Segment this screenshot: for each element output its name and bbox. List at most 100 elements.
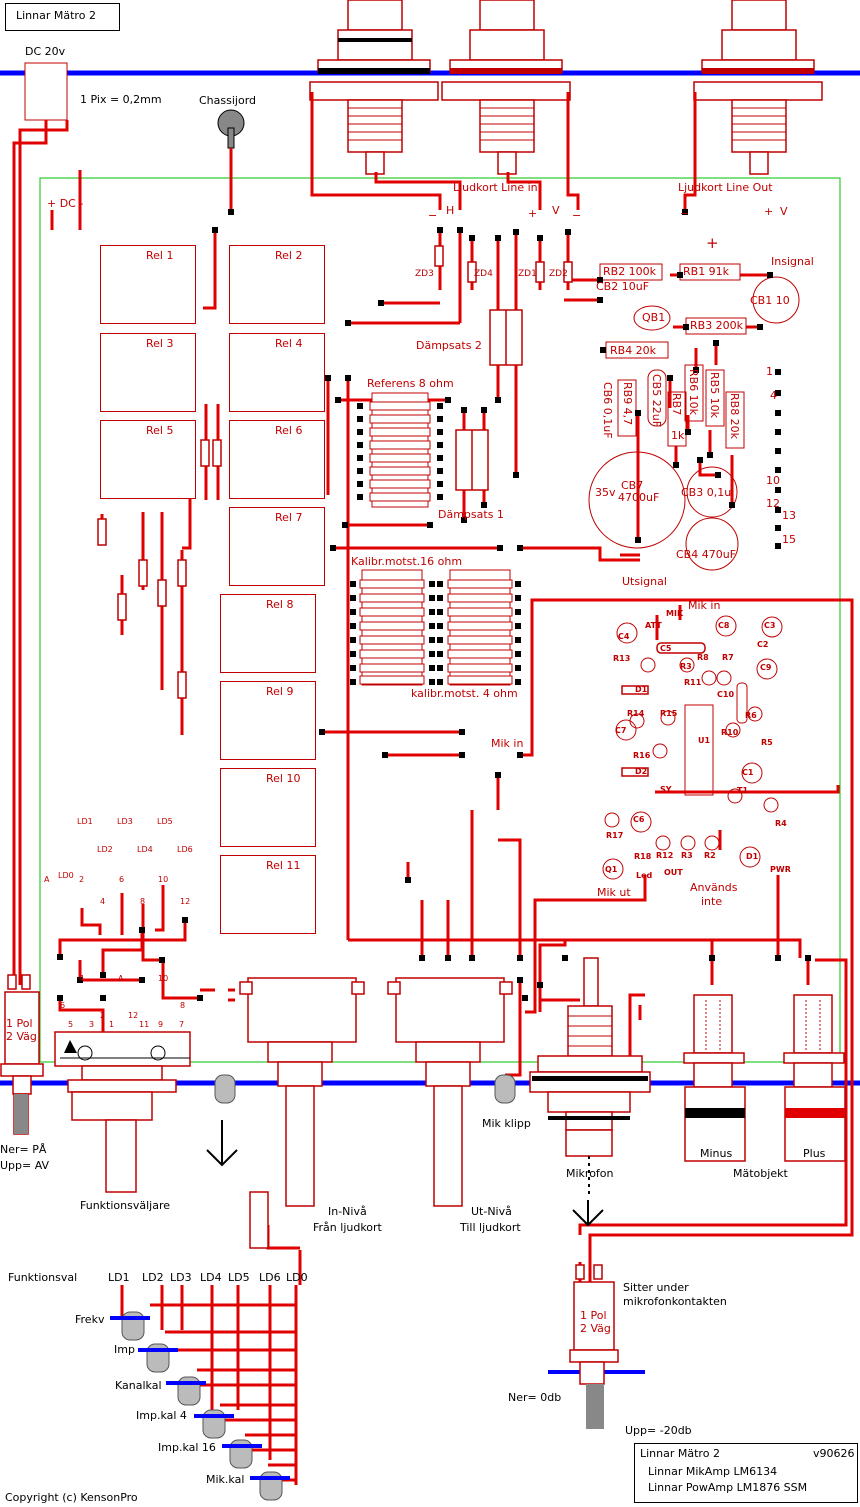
- funktionsvaljare-label: Funktionsväljare: [80, 1199, 170, 1212]
- relay-2: [229, 245, 325, 324]
- rca-threads: [348, 107, 786, 141]
- pad: [357, 429, 363, 435]
- selector-label: LD1: [77, 817, 93, 826]
- mic-part-label: C6: [633, 815, 645, 824]
- relay-10: [220, 768, 316, 847]
- info-title: Linnar Mätro 2: [640, 1447, 720, 1460]
- funktionsval-label: Funktionsval: [8, 1271, 78, 1284]
- mik-in-top-label: Mik in: [688, 599, 721, 612]
- ld-label: LD0: [286, 1271, 308, 1284]
- mic-part-label: Led: [636, 871, 653, 880]
- rb3-label: RB3 200k: [690, 319, 744, 332]
- mic-part-label: U1: [698, 736, 711, 745]
- ld-label: LD2: [142, 1271, 164, 1284]
- ld-label: LD5: [228, 1271, 250, 1284]
- title-box: [5, 3, 120, 31]
- rb7-label: RB7: [670, 393, 683, 416]
- relay-label: Rel 11: [266, 859, 301, 872]
- upp-av-label: Upp= AV: [0, 1159, 50, 1172]
- pad: [139, 927, 145, 933]
- cb3-label: CB3 0,1u: [681, 486, 732, 499]
- pad: [445, 397, 451, 403]
- pad: [350, 665, 356, 671]
- pad: [350, 637, 356, 643]
- zd1-label: ZD1: [518, 269, 537, 279]
- mic-part-label: T1: [737, 786, 749, 795]
- ner-0db-label: Ner= 0db: [508, 1391, 562, 1404]
- pad: [597, 297, 603, 303]
- pad: [57, 995, 63, 1001]
- mic-part-label: R11: [684, 678, 702, 687]
- led-panel-lines: [110, 1316, 645, 1480]
- upp-20db-label: Upp= -20db: [625, 1424, 692, 1437]
- selector-label: LD4: [137, 845, 153, 854]
- selector-label: 4: [100, 897, 106, 906]
- pad: [350, 595, 356, 601]
- pad: [350, 609, 356, 615]
- pad: [707, 452, 713, 458]
- pad: [445, 955, 451, 961]
- switch-pol-label: 1 Pol: [6, 1017, 33, 1030]
- mic-part-label: C2: [757, 640, 769, 649]
- pad: [522, 995, 528, 1001]
- selector-label: A: [44, 875, 50, 884]
- relay-label: Rel 3: [146, 337, 174, 350]
- mic-part-label: C8: [718, 621, 730, 630]
- mic-part-label: R16: [633, 751, 651, 760]
- pad: [330, 545, 336, 551]
- sitter-label-1: Sitter under: [623, 1281, 689, 1294]
- pad: [212, 227, 218, 233]
- pad: [597, 277, 603, 283]
- mic-part-label: R15: [660, 709, 678, 718]
- ner-pa-label: Ner= PÅ: [0, 1143, 47, 1156]
- pad: [459, 729, 465, 735]
- pad: [537, 982, 543, 988]
- pad: [429, 679, 435, 685]
- line-in-v: V: [552, 204, 560, 217]
- rb1-label: RB1 91k: [683, 265, 730, 278]
- page-title: Linnar Mätro 2: [16, 9, 96, 22]
- mic-part-label: C9: [760, 663, 772, 672]
- pad: [600, 347, 606, 353]
- cb4-label: CB4 470uF: [676, 548, 737, 561]
- function-item: Kanalkal: [115, 1379, 162, 1392]
- mic-part-label: D2: [635, 767, 648, 776]
- mic-part-label: ATT: [645, 621, 662, 630]
- mic-part-label: C10: [717, 690, 735, 699]
- mic-part-label: R14: [627, 709, 645, 718]
- ut-niva-label: Ut-Nivå: [471, 1205, 512, 1218]
- zd3-label: ZD3: [415, 269, 434, 279]
- rb8-label: RB8 20k: [728, 393, 741, 440]
- pad: [437, 429, 443, 435]
- relay-8: [220, 594, 316, 673]
- function-selector: [54, 1031, 191, 1193]
- rb9-label: RB9 4,7: [621, 382, 634, 426]
- pad: [537, 235, 543, 241]
- pad: [342, 522, 348, 528]
- pad: [729, 502, 735, 508]
- selector-label: A: [118, 974, 124, 983]
- in-niva-label: In-Nivå: [328, 1205, 367, 1218]
- pad: [197, 995, 203, 1001]
- pad: [437, 651, 443, 657]
- pad: [667, 375, 673, 381]
- relay-label: Rel 5: [146, 424, 174, 437]
- potentiometers: [239, 977, 513, 1207]
- pad: [357, 416, 363, 422]
- pad: [100, 995, 106, 1001]
- mic-part-label: R2: [704, 851, 716, 860]
- pad: [515, 679, 521, 685]
- switch-vag-label: 2 Väg: [6, 1030, 37, 1043]
- mic-part-label: C3: [764, 621, 776, 630]
- pad: [715, 472, 721, 478]
- selector-label: LD5: [157, 817, 173, 826]
- referens-label: Referens 8 ohm: [367, 377, 454, 390]
- pad: [515, 581, 521, 587]
- zd2-label: ZD2: [549, 269, 568, 279]
- cb1-label: CB1 10: [750, 294, 790, 307]
- selector-label: 1: [109, 1020, 115, 1029]
- pad: [429, 609, 435, 615]
- plus-label: Plus: [803, 1147, 826, 1160]
- info-line1: Linnar MikAmp LM6134: [648, 1465, 778, 1478]
- relay-label: Rel 4: [275, 337, 303, 350]
